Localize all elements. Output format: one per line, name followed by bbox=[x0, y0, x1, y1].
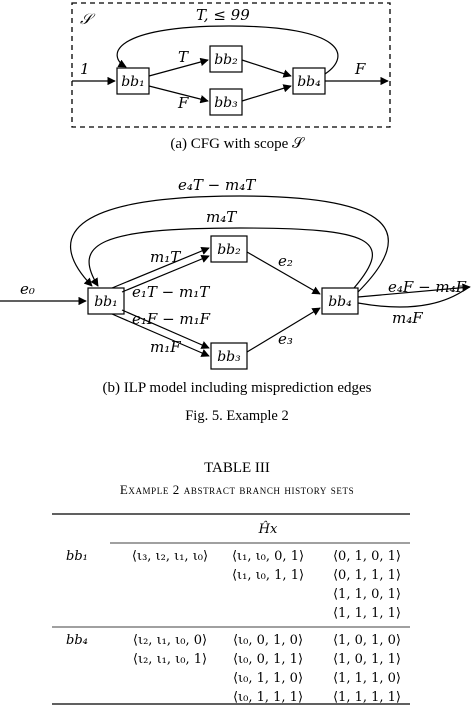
table-cell: ⟨1, 1, 1, 1⟩ bbox=[333, 690, 401, 705]
edge-label-exit: F bbox=[354, 60, 366, 78]
edge-label-entry: 1 bbox=[80, 60, 90, 78]
caption-a: (a) CFG with scope 𝒮 bbox=[170, 136, 305, 152]
edge-m4f bbox=[357, 288, 467, 308]
scope-label: 𝒮 bbox=[80, 10, 96, 28]
table-header: Ĥx bbox=[258, 521, 278, 537]
table-cell: ⟨ι₀, 0, 1, 0⟩ bbox=[233, 633, 303, 648]
node-bb3-b: bb₃ bbox=[210, 342, 248, 370]
edge-m1f bbox=[111, 313, 210, 357]
svg-text:bb₃: bb₃ bbox=[217, 349, 241, 365]
table-cell: ⟨1, 1, 0, 1⟩ bbox=[333, 587, 401, 602]
node-bb1-a: bb₁ bbox=[116, 67, 150, 95]
row-label-bb1: bb₁ bbox=[66, 549, 88, 564]
svg-text:bb₂: bb₂ bbox=[217, 242, 241, 258]
caption-b: (b) ILP model including misprediction ed… bbox=[103, 380, 372, 396]
edge-e2 bbox=[246, 251, 321, 295]
table-cell: ⟨ι₁, ι₀, 1, 1⟩ bbox=[232, 568, 304, 583]
scope-box bbox=[71, 2, 391, 128]
table-cell: ⟨ι₁, ι₀, 0, 1⟩ bbox=[232, 549, 304, 564]
table-cell: ⟨1, 1, 1, 1⟩ bbox=[333, 606, 401, 621]
edge-label-m4f: m₄F bbox=[392, 309, 423, 327]
table-cell: ⟨ι₂, ι₁, ι₀, 1⟩ bbox=[133, 652, 207, 667]
table-cell: ⟨ι₀, 1, 1, 0⟩ bbox=[233, 671, 303, 686]
table-title: TABLE III bbox=[204, 460, 270, 476]
figure-b: bb₁ bb₂ bb₃ bb₄ e₀ e₄T − m₄T m₄T m₁T e₁T… bbox=[0, 176, 471, 396]
edge-e1f bbox=[121, 309, 210, 349]
svg-text:bb₃: bb₃ bbox=[214, 95, 238, 111]
node-bb4-b: bb₄ bbox=[321, 287, 359, 315]
table-row: bb₁ ⟨ι₃, ι₂, ι₁, ι₀⟩ ⟨ι₁, ι₀, 0, 1⟩ ⟨ι₁,… bbox=[66, 549, 401, 621]
table-cell: ⟨ι₀, 0, 1, 1⟩ bbox=[233, 652, 303, 667]
table-subtitle: Example 2 abstract branch history sets bbox=[120, 482, 354, 497]
table-iii: TABLE III Example 2 abstract branch hist… bbox=[52, 460, 410, 705]
edge-loop-a bbox=[116, 25, 339, 75]
node-bb3-a: bb₃ bbox=[209, 88, 243, 116]
edge-label-loop: T, ≤ 99 bbox=[196, 6, 250, 24]
edge-label-t: T bbox=[178, 48, 189, 66]
edge-f-a bbox=[148, 85, 209, 104]
edge-bb3-bb4-a bbox=[241, 84, 292, 102]
node-bb2-a: bb₂ bbox=[209, 45, 243, 73]
edge-label-e1f: e₁F − m₁F bbox=[132, 310, 211, 328]
table-cell: ⟨1, 0, 1, 0⟩ bbox=[333, 633, 401, 648]
table-cell: ⟨0, 1, 1, 1⟩ bbox=[333, 568, 401, 583]
node-bb2-b: bb₂ bbox=[210, 235, 248, 263]
edge-label-e0: e₀ bbox=[20, 280, 35, 298]
edge-e3 bbox=[246, 307, 321, 353]
figure-a: 𝒮 bb₁ bb₂ bb₃ bb₄ 1 T F T, ≤ 99 F bbox=[71, 2, 391, 152]
svg-text:bb₂: bb₂ bbox=[214, 52, 238, 68]
table-cell: ⟨ι₀, 1, 1, 1⟩ bbox=[233, 690, 303, 705]
figure-caption: Fig. 5. Example 2 bbox=[185, 408, 289, 424]
svg-text:bb₁: bb₁ bbox=[121, 74, 145, 90]
table-cell: ⟨1, 1, 1, 0⟩ bbox=[333, 671, 401, 686]
table-cell: ⟨0, 1, 0, 1⟩ bbox=[333, 549, 401, 564]
edge-t-a bbox=[148, 57, 209, 77]
row-label-bb4: bb₄ bbox=[66, 633, 88, 648]
edge-m1t bbox=[111, 246, 210, 289]
edge-label-e1t: e₁T − m₁T bbox=[132, 283, 210, 301]
edge-bb2-bb4-a bbox=[241, 59, 292, 78]
edge-e1t bbox=[121, 255, 210, 293]
edge-label-m1t: m₁T bbox=[150, 248, 181, 266]
edge-label-f: F bbox=[177, 94, 189, 112]
edge-loop-inner bbox=[88, 227, 373, 289]
svg-text:bb₄: bb₄ bbox=[297, 74, 321, 90]
node-bb4-a: bb₄ bbox=[292, 67, 326, 95]
edge-label-e4f: e₄F − m₄F bbox=[388, 278, 467, 296]
edge-label-m1f: m₁F bbox=[150, 338, 181, 356]
node-bb1-b: bb₁ bbox=[87, 287, 125, 315]
svg-text:bb₁: bb₁ bbox=[94, 294, 118, 310]
table-cell: ⟨1, 0, 1, 1⟩ bbox=[333, 652, 401, 667]
edge-label-loop-inner: m₄T bbox=[206, 208, 237, 226]
table-cell: ⟨ι₂, ι₁, ι₀, 0⟩ bbox=[133, 633, 207, 648]
svg-text:bb₄: bb₄ bbox=[328, 294, 352, 310]
edge-label-e2: e₂ bbox=[278, 252, 293, 270]
edge-label-e3: e₃ bbox=[278, 330, 293, 348]
edge-loop-outer bbox=[70, 195, 389, 293]
table-row: bb₄ ⟨ι₂, ι₁, ι₀, 0⟩ ⟨ι₂, ι₁, ι₀, 1⟩ ⟨ι₀,… bbox=[66, 633, 401, 705]
edge-label-loop-outer: e₄T − m₄T bbox=[178, 176, 256, 194]
edge-e4f bbox=[357, 283, 471, 298]
table-cell: ⟨ι₃, ι₂, ι₁, ι₀⟩ bbox=[132, 549, 208, 564]
